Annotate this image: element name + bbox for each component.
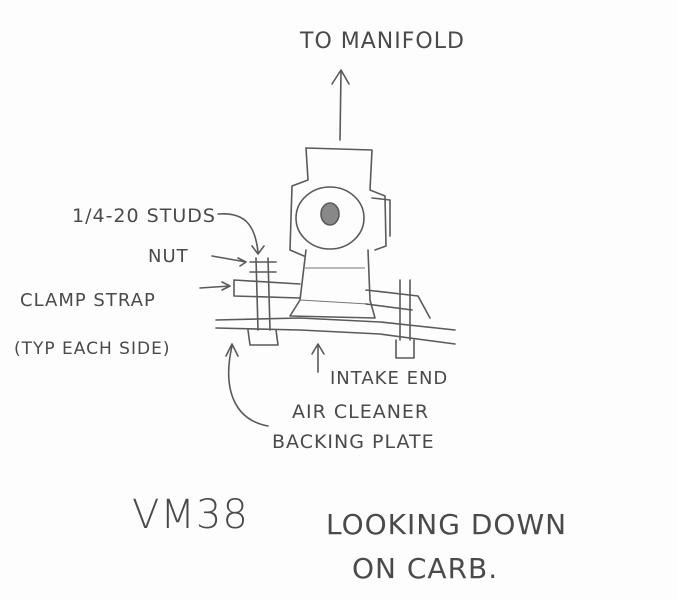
carburetor-body [289,147,391,319]
leader-lines [199,213,325,427]
label-clamp-strap: CLAMP STRAP [20,290,156,311]
label-to-manifold: TO MANIFOLD [299,29,465,54]
label-model: VM38 [132,492,249,538]
arrow-to-manifold [331,69,350,141]
left-stud-assembly [233,257,301,346]
label-studs: 1/4-20 STUDS [72,205,216,227]
right-stud-assembly [365,279,431,359]
label-air-cleaner: AIR CLEANER [292,401,429,423]
label-intake-end: INTAKE END [330,368,448,389]
label-typ-each-side: (TYP EACH SIDE) [14,339,170,359]
label-backing-plate: BACKING PLATE [272,431,435,453]
label-on-carb: ON CARB. [352,552,498,585]
label-looking-down: LOOKING DOWN [326,508,567,541]
label-nut: NUT [148,246,189,267]
backing-plate [215,317,456,345]
